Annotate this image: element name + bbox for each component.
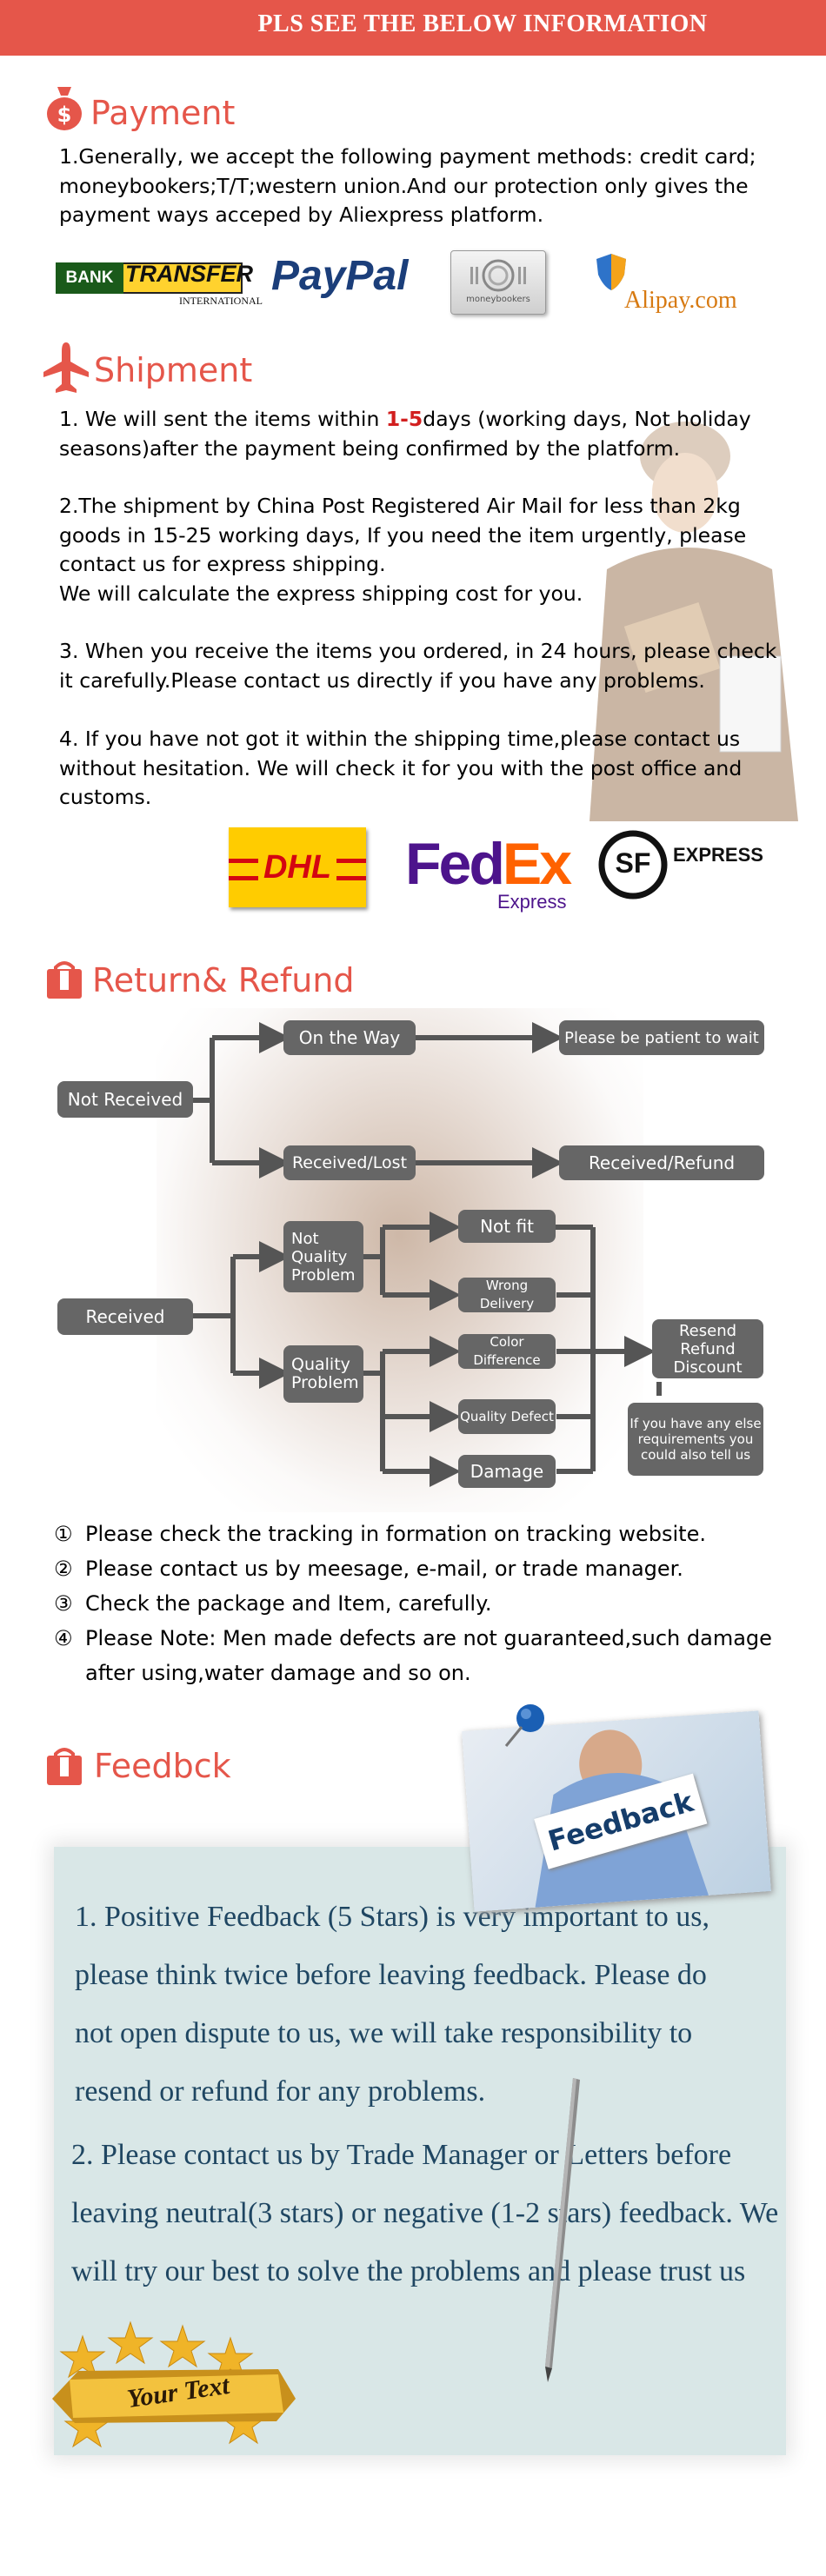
flow-be-patient: Please be patient to wait [559,1020,764,1055]
feedback-photo: Feedback [462,1710,771,1912]
push-pin-icon [504,1704,544,1747]
flow-received-refund: Received/Refund [559,1145,764,1180]
flow-else-requirements: If you have any else requirements you co… [628,1403,763,1476]
feedback-paragraph-1: 1. Positive Feedback (5 Stars) is very i… [75,1901,709,2108]
refund-title: Return& Refund [92,961,355,999]
banner-title: PLS SEE THE BELOW INFORMATION [257,10,708,37]
flow-wrong-delivery: Wrong Delivery [458,1278,556,1312]
svg-text:$: $ [57,103,72,127]
flow-quality-problem: Quality Problem [283,1345,363,1403]
star-badge: Your Text [43,2319,304,2449]
feedback-paragraph-2: 2. Please contact us by Trade Manager or… [71,2139,779,2287]
bank-transfer-logo: BANK TRANSFER INTERNATIONAL [56,257,263,308]
dhl-logo: DHL [229,827,366,907]
fedex-logo: FedEx Express [405,831,572,913]
shipment-paragraph-4: 4. If you have not got it within the shi… [59,727,743,809]
alipay-logo: Alipay.com [624,287,737,314]
money-bag-icon: $ [47,87,82,130]
flow-not-fit: Not fit [458,1210,556,1243]
flow-on-the-way: On the Way [283,1020,416,1055]
shipment-title: Shipment [94,351,253,389]
flow-color-difference: Color Difference [458,1334,556,1369]
flow-not-received: Not Received [57,1081,193,1118]
flow-received-lost: Received/Lost [283,1145,416,1180]
sf-express-logo: SF EXPRESS [598,830,772,901]
shopping-bag-icon [47,1748,82,1785]
alipay-shield-icon [596,254,626,290]
flow-received: Received [57,1298,193,1335]
delivery-man-image [572,395,809,821]
flow-resend-refund-discount: Resend Refund Discount [652,1319,763,1378]
pencil-image [545,2078,580,2382]
shipment-paragraph-1: 1. We will sent the items within 1-5days… [59,407,751,461]
shipment-paragraph-3: 3. When you receive the items you ordere… [59,639,777,693]
handshake-background-image [157,1008,643,1512]
feedback-title: Feedbck [94,1747,231,1785]
top-banner [0,0,826,56]
moneybookers-logo: moneybookers [450,250,546,315]
payment-title: Payment [90,94,236,132]
flow-quality-defect: Quality Defect [458,1399,556,1434]
paypal-logo: PayPal [271,253,409,299]
payment-text: 1.Generally, we accept the following pay… [59,144,756,227]
refund-flowchart-lines [193,1022,662,1487]
flow-damage: Damage [458,1455,556,1488]
flow-not-quality-problem: Not Quality Problem [283,1221,363,1292]
airplane-icon [43,342,89,393]
shopping-bag-icon [47,961,82,999]
shipment-paragraph-2: 2.The shipment by China Post Registered … [59,494,747,606]
